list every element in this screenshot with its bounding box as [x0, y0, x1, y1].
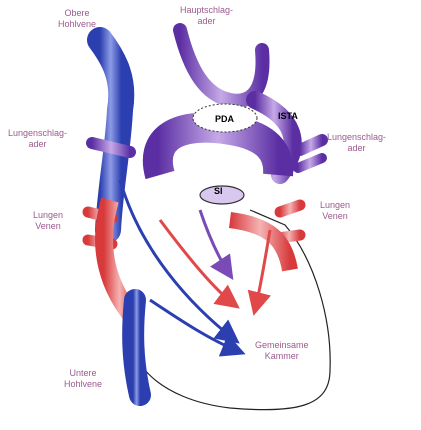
label-pulmonary-artery-left: Lungenschlag-ader	[8, 128, 68, 149]
flow-arrow-red-2	[247, 229, 272, 316]
flow-arrow-blue-1	[118, 179, 240, 344]
label-pulmonary-artery-right: Lungenschlag-ader	[327, 132, 387, 153]
label-pda: PDA	[215, 114, 235, 124]
pda-region	[192, 103, 258, 133]
pulmonary-artery-right-2	[293, 153, 327, 173]
upper-vena-cava	[87, 27, 135, 243]
heart-outline	[131, 209, 331, 411]
flow-arrow-purple-1	[198, 209, 234, 280]
aorta-vessel	[173, 23, 270, 108]
flow-arrow-red-1	[158, 219, 240, 309]
pulmonary-artery-left	[86, 137, 136, 158]
label-si: SI	[214, 186, 223, 196]
left-atrium	[228, 212, 298, 272]
label-aorta: Hauptschlag-ader	[180, 5, 234, 26]
pulmonary-vein-right-1	[274, 199, 306, 218]
valve-si	[199, 185, 245, 205]
label-ista: ISTA	[278, 111, 298, 121]
lower-vena-cava	[122, 289, 151, 406]
pulmonary-trunk	[142, 112, 294, 180]
pulmonary-artery-right	[294, 134, 328, 156]
flow-arrow-blue-2	[149, 298, 246, 357]
